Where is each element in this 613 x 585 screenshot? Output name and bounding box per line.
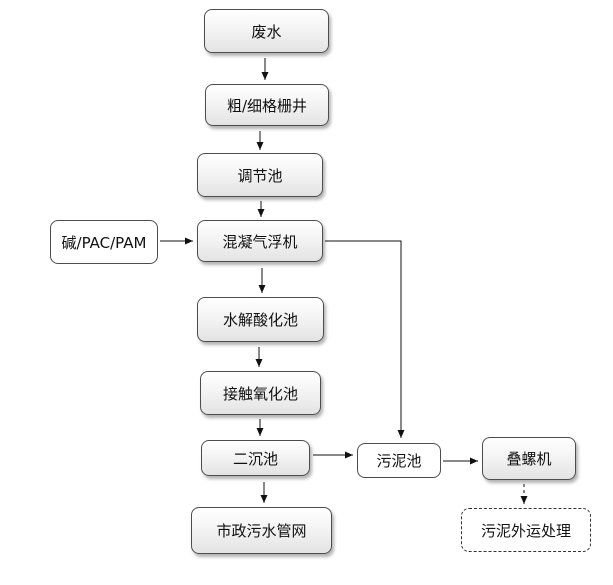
arrow-hydrolysis-to-contact: [255, 347, 263, 367]
node-screen-well: 粗/细格栅井: [205, 84, 329, 126]
node-sludge-disposal-label: 污泥外运处理: [480, 521, 571, 540]
arrow-daf-to-sludge: [325, 240, 405, 438]
arrow-sludge-to-press: [443, 457, 478, 465]
node-reagent-dosing: 碱/PAC/PAM: [50, 220, 158, 264]
arrow-wastewater-to-screen: [261, 58, 269, 80]
node-equalization-tank: 调节池: [197, 153, 323, 197]
node-hydrolysis-tank-label: 水解酸化池: [222, 311, 298, 329]
arrow-press-to-disposal: [520, 484, 528, 504]
arrow-reagent-to-daf: [160, 237, 193, 245]
arrow-screen-to-equalize: [256, 131, 264, 150]
node-screw-press: 叠螺机: [482, 437, 576, 480]
node-equalization-tank-label: 调节池: [237, 166, 283, 185]
node-municipal-sewer-label: 市政污水管网: [216, 522, 307, 540]
node-contact-oxidation-tank-label: 接触氧化池: [222, 384, 298, 403]
node-wastewater: 废水: [204, 9, 329, 53]
node-contact-oxidation-tank: 接触氧化池: [200, 371, 321, 415]
arrow-contact-to-clarifier: [256, 419, 264, 436]
node-flotation-machine: 混凝气浮机: [197, 220, 323, 262]
node-sludge-tank-label: 污泥池: [376, 452, 422, 470]
node-secondary-clarifier-label: 二沉池: [232, 449, 278, 468]
node-wastewater-label: 废水: [251, 22, 282, 41]
arrow-equalize-to-daf: [257, 201, 265, 217]
node-sludge-disposal: 污泥外运处理: [461, 508, 591, 552]
arrow-daf-to-hydrolysis: [258, 268, 266, 293]
node-sludge-tank: 污泥池: [357, 443, 441, 478]
node-municipal-sewer: 市政污水管网: [191, 507, 332, 554]
node-secondary-clarifier: 二沉池: [201, 440, 310, 476]
node-screen-well-label: 粗/细格栅井: [226, 96, 308, 115]
node-reagent-dosing-label: 碱/PAC/PAM: [61, 233, 147, 252]
arrow-clarifier-to-sludge: [313, 451, 353, 459]
node-flotation-machine-label: 混凝气浮机: [222, 232, 298, 251]
node-screw-press-label: 叠螺机: [506, 450, 552, 468]
node-hydrolysis-tank: 水解酸化池: [197, 297, 324, 342]
arrow-clarifier-to-sewer: [260, 482, 268, 503]
